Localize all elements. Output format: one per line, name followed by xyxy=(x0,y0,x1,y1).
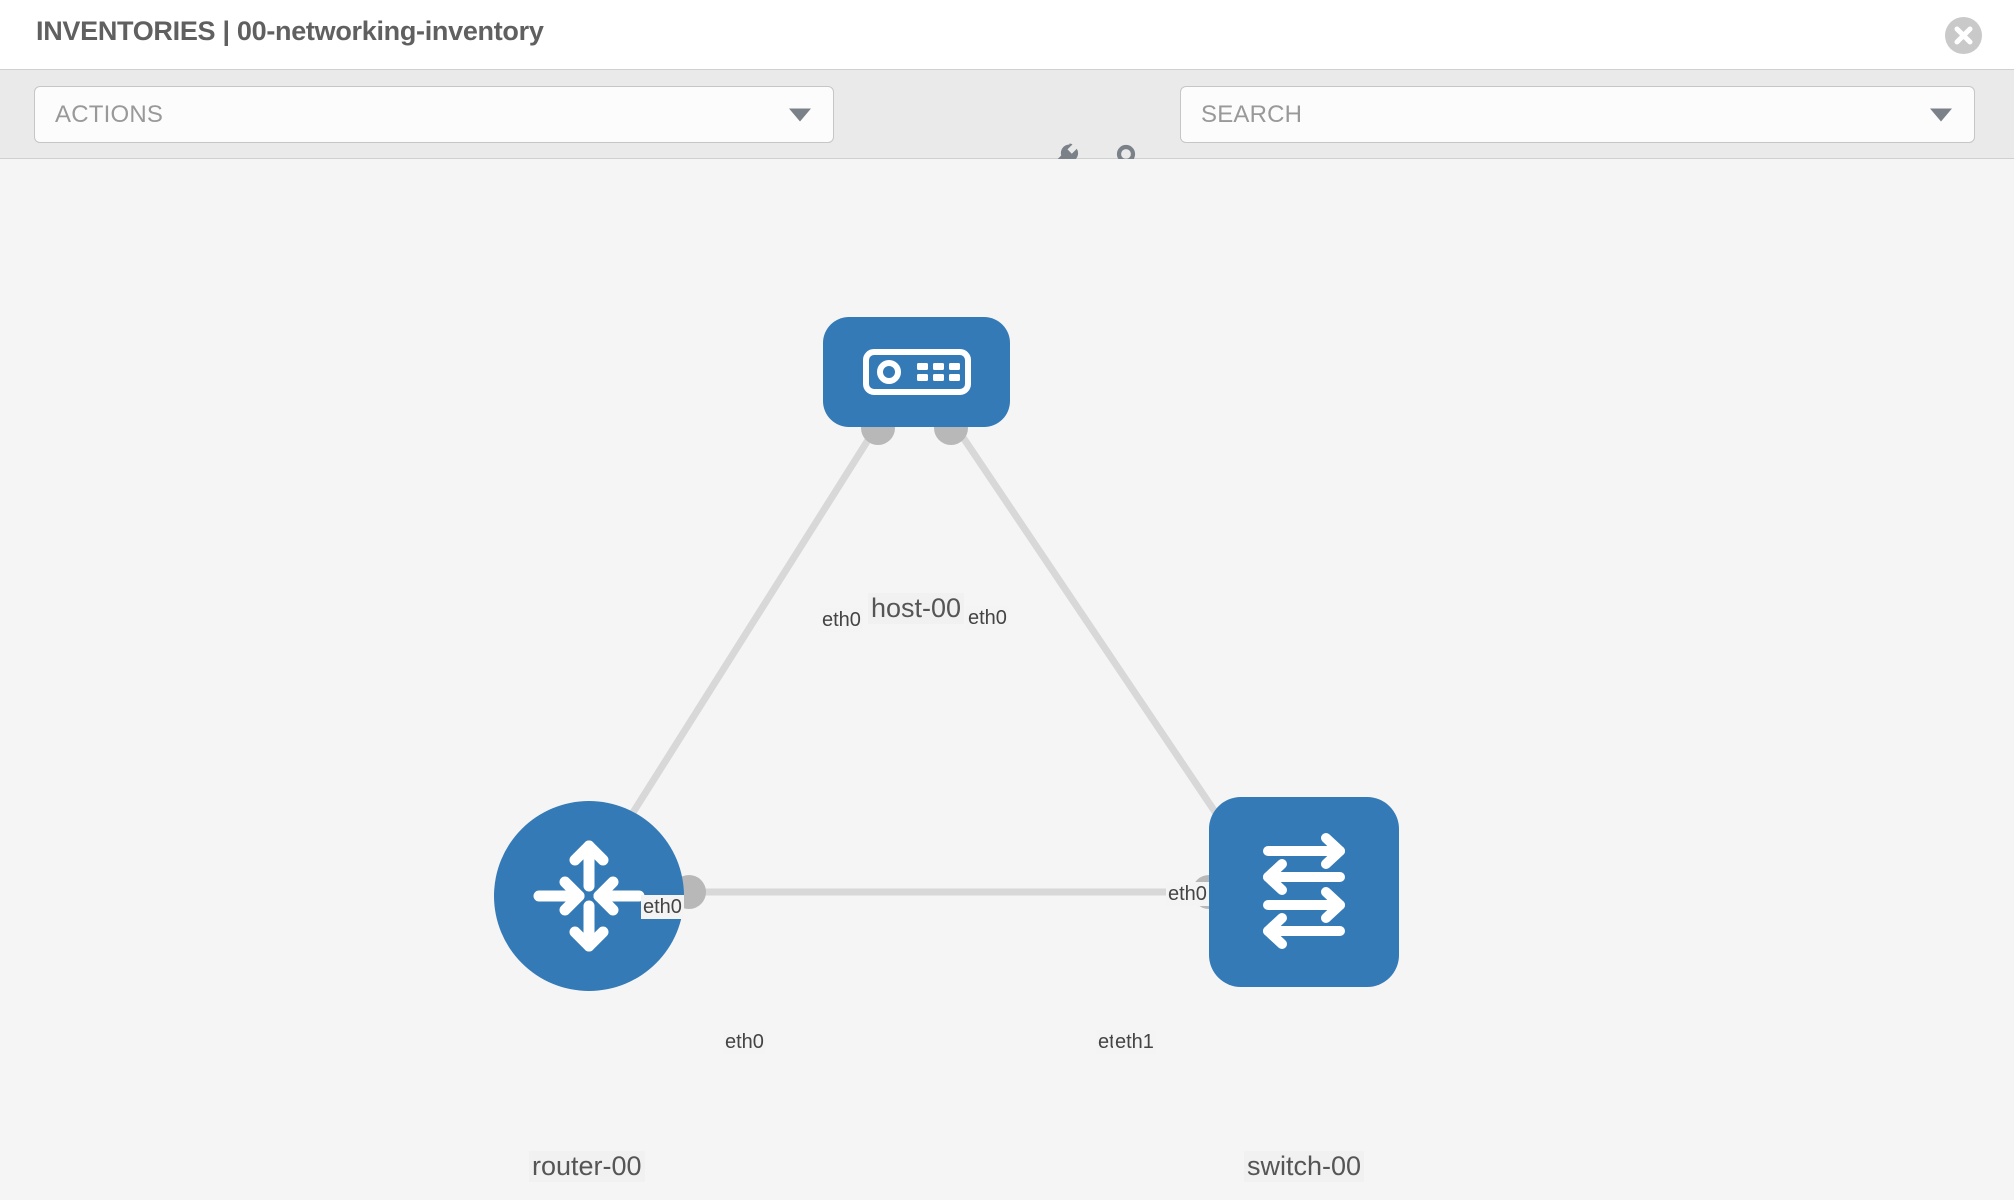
interface-label-host-right: eth0 xyxy=(966,606,1009,630)
toolbar: ACTIONS SEARCH xyxy=(0,69,2014,174)
router-icon xyxy=(533,840,645,952)
interface-label-host-left: eth0 xyxy=(820,608,863,632)
node-label-router-00: router-00 xyxy=(529,1151,645,1183)
node-label-host-00: host-00 xyxy=(868,593,965,625)
topology-node-host-00[interactable] xyxy=(823,317,1010,427)
search-input[interactable]: SEARCH xyxy=(1180,86,1975,143)
interface-label-router-up: eth0 xyxy=(641,895,684,919)
actions-dropdown[interactable]: ACTIONS xyxy=(34,86,834,143)
server-icon xyxy=(862,349,971,395)
page-title: INVENTORIES | 00-networking-inventory xyxy=(36,16,544,46)
interface-label-switch-left-b: eth1 xyxy=(1113,1030,1156,1054)
interface-label-switch-up: eth0 xyxy=(1166,882,1209,906)
node-label-switch-00: switch-00 xyxy=(1244,1151,1365,1183)
interface-label-router-right: eth0 xyxy=(723,1030,766,1054)
switch-icon xyxy=(1263,833,1345,949)
search-placeholder: SEARCH xyxy=(1201,100,1303,128)
chevron-down-icon xyxy=(789,108,811,121)
close-icon[interactable] xyxy=(1945,17,1982,54)
chevron-down-icon xyxy=(1930,108,1952,121)
topology-canvas[interactable]: host-00 router-00 xyxy=(0,159,2014,1200)
page-header: INVENTORIES | 00-networking-inventory xyxy=(0,0,2014,69)
topology-links xyxy=(606,417,1244,896)
topology-node-switch-00[interactable] xyxy=(1209,797,1399,987)
actions-dropdown-label: ACTIONS xyxy=(55,100,164,128)
switch-node-shape xyxy=(1209,797,1399,987)
host-node-shape xyxy=(823,317,1010,427)
